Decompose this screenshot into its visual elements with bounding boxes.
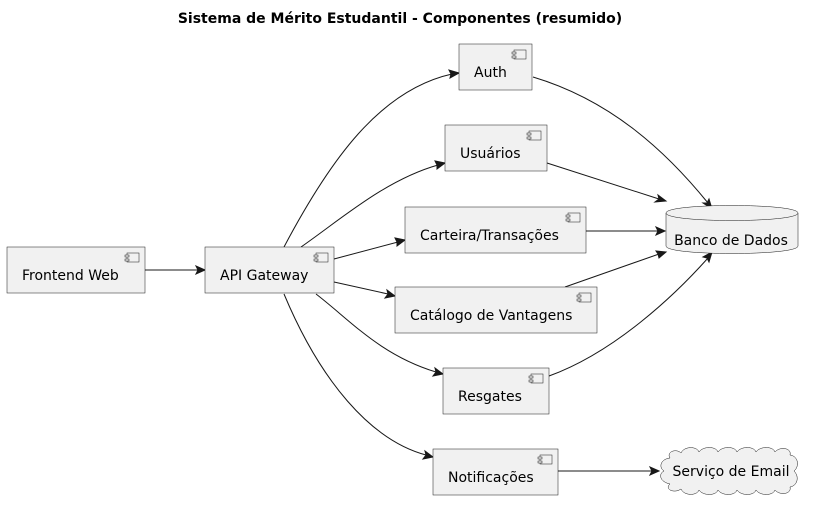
arrowhead: [654, 225, 667, 237]
arrowhead: [648, 465, 661, 477]
component-icon: [511, 49, 527, 60]
arrowhead: [434, 160, 447, 170]
component-label: Auth: [474, 65, 507, 81]
component-icon: [537, 454, 553, 465]
component-label: Resgates: [458, 389, 522, 405]
component-auth: Auth: [458, 43, 533, 91]
edge-usuarios-db: [546, 162, 660, 200]
component-icon: [124, 252, 140, 263]
component-carteira-transacoes: Carteira/Transações: [404, 206, 587, 254]
component-icon: [576, 292, 592, 303]
component-usuarios: Usuários: [444, 124, 548, 172]
cloud-shape: [660, 447, 798, 495]
arrowhead: [653, 193, 668, 203]
database-banco-de-dados: Banco de Dados: [665, 205, 799, 254]
component-icon: [565, 212, 581, 223]
arrowhead: [654, 250, 668, 259]
edge-gateway-resgates: [315, 293, 437, 373]
arrowhead: [421, 449, 435, 460]
arrowhead: [448, 69, 461, 79]
component-label: Frontend Web: [22, 268, 119, 284]
edge-auth-db: [532, 76, 709, 204]
edge-resgates-db: [548, 257, 709, 377]
component-label: Carteira/Transações: [420, 228, 559, 244]
arrowhead: [701, 250, 713, 264]
component-label: Usuários: [460, 146, 521, 162]
database-label: Banco de Dados: [674, 233, 788, 249]
edge-gateway-usuarios: [300, 164, 439, 248]
cloud-servico-email: Serviço de Email: [660, 447, 798, 495]
edge-gateway-notificacoes: [283, 293, 427, 456]
component-notificacoes: Notificações: [432, 448, 559, 496]
component-frontend-web: Frontend Web: [6, 246, 146, 294]
component-api-gateway: API Gateway: [204, 246, 335, 294]
diagram-title: Sistema de Mérito Estudantil - Component…: [178, 11, 622, 27]
component-resgates: Resgates: [442, 367, 550, 415]
arrowhead: [194, 264, 207, 276]
component-icon: [526, 130, 542, 141]
arrowhead: [431, 366, 445, 377]
cloud-label: Serviço de Email: [673, 464, 790, 480]
component-label: Notificações: [448, 470, 534, 486]
edge-gateway-carteira: [333, 241, 399, 260]
component-label: Catálogo de Vantagens: [410, 308, 572, 324]
edge-gateway-auth: [283, 73, 453, 248]
arrowhead: [383, 288, 397, 299]
edge-catalogo-db: [564, 253, 660, 288]
component-label: API Gateway: [220, 268, 308, 284]
component-catalogo-vantagens: Catálogo de Vantagens: [394, 286, 598, 334]
component-icon: [313, 252, 329, 263]
edge-gateway-catalogo: [333, 281, 389, 295]
arrowhead: [394, 237, 407, 247]
component-icon: [528, 373, 544, 384]
